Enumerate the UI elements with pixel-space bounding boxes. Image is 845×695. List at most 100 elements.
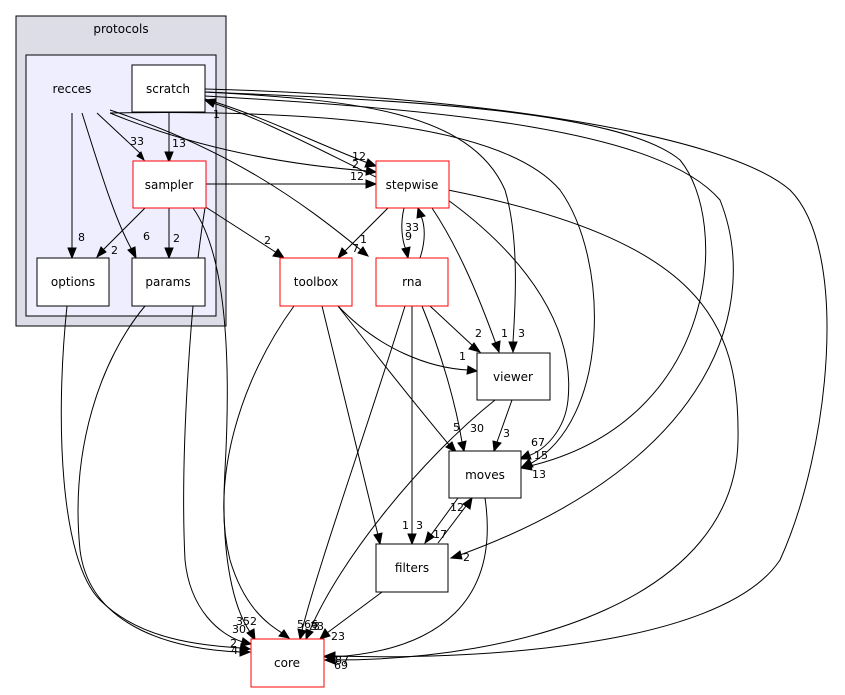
node-params-label: params: [145, 275, 190, 289]
edge-label-recces-params: 6: [143, 230, 150, 243]
edge-moves-core: [333, 497, 488, 658]
edge-scratch-viewer-arrowhead: [508, 341, 518, 354]
edge-toolbox-filters: [321, 305, 379, 536]
edge-label-sampler-options: 2: [111, 244, 118, 257]
edge-label-toolbox-filters: 1: [402, 519, 409, 532]
edge-label-options-core: 2: [230, 637, 237, 650]
edge-scratch-core-arrowhead: [323, 651, 336, 661]
edge-label-rna-filters: 3: [416, 519, 423, 532]
node-rna-label: rna: [402, 275, 422, 289]
edge-label-scratch-sampler: 13: [172, 137, 186, 150]
edge-stepwise-moves: [447, 199, 570, 457]
node-toolbox-label: toolbox: [294, 275, 338, 289]
node-options-box: [36, 257, 110, 307]
edge-rna-viewer-arrowhead: [468, 342, 482, 353]
edge-label-scratch-moves: 13: [532, 468, 546, 481]
edge-stepwise-toolbox-arrowhead: [337, 247, 348, 260]
edge-recces-rna-arrowhead: [357, 246, 370, 257]
edge-toolbox-core: [223, 305, 295, 634]
edge-viewer-core-arrowhead: [305, 628, 314, 641]
edge-filters-core: [326, 591, 383, 634]
edge-toolbox-core-arrowhead: [278, 629, 291, 639]
node-filters-label: filters: [395, 561, 429, 575]
edge-label-recces-rna: 7: [352, 242, 359, 255]
node-filters-box: [375, 543, 449, 593]
node-toolbox[interactable]: toolbox: [279, 257, 353, 307]
edge-label-moves-core: 87: [335, 654, 349, 667]
edge-scratch-moves-arrowhead: [519, 461, 533, 471]
edge-label-rna-moves: 30: [470, 422, 484, 435]
edge-label-moves-filters: 17: [433, 528, 447, 541]
edge-scratch-filters: [204, 95, 734, 556]
edge-toolbox-filters-arrowhead: [373, 532, 383, 546]
edge-scratch-moves: [204, 91, 707, 467]
edge-label-rna-viewer: 2: [475, 327, 482, 340]
edge-label-sampler-params: 2: [173, 232, 180, 245]
edge-moves-filters-arrowhead: [424, 531, 435, 545]
edge-recces-rna: [109, 109, 363, 252]
edge-recces-options-arrowhead: [67, 247, 77, 260]
edge-label-viewer-core: 3: [313, 620, 320, 633]
edge-moves-filters: [430, 497, 459, 536]
node-stepwise[interactable]: stepwise: [375, 160, 450, 209]
edge-scratch-stepwise: [204, 98, 369, 164]
node-rna[interactable]: rna: [375, 257, 449, 307]
edge-params-core: [77, 305, 242, 653]
node-scratch[interactable]: scratch: [131, 64, 206, 113]
edge-label-scratch-filters: 2: [463, 551, 470, 564]
node-viewer-box: [476, 352, 551, 401]
node-params[interactable]: params: [131, 257, 206, 307]
edge-recces-sampler-arrowhead: [136, 151, 145, 162]
edge-stepwise-rna: [401, 207, 407, 251]
edge-label-toolbox-moves: 5: [453, 421, 460, 434]
edge-viewer-moves-arrowhead: [492, 440, 502, 453]
node-sampler-box: [132, 160, 207, 209]
edge-label-stepwise-scratch: 1: [213, 108, 220, 121]
edge-recces-params: [81, 112, 133, 251]
node-moves[interactable]: moves: [448, 450, 522, 499]
node-filters[interactable]: filters: [375, 543, 449, 593]
edge-label-recces-sampler: 33: [130, 135, 144, 148]
edge-recces-moves: [109, 112, 595, 465]
edge-sampler-core: [192, 207, 251, 633]
edge-params-core-arrowhead: [239, 647, 252, 657]
edges: 33 13 8 6 2 2 1 12 2: [60, 88, 828, 672]
edge-sampler-options-arrowhead: [96, 246, 107, 259]
node-stepwise-box: [375, 160, 450, 209]
edge-rna-core: [301, 305, 406, 631]
node-scratch-box: [131, 64, 206, 113]
edge-sampler-stepwise-arrowhead: [365, 179, 378, 189]
node-sampler[interactable]: sampler: [132, 160, 207, 209]
edge-scratch-filters-arrowhead: [449, 550, 463, 560]
edge-sampler-params-arrowhead: [164, 247, 174, 260]
edge-sampler-toolbox-arrowhead: [272, 248, 286, 259]
node-rna-box: [375, 257, 449, 307]
edge-rna-moves: [421, 305, 463, 443]
edge-scratch-viewer: [204, 91, 516, 343]
edge-sampler-toolbox: [203, 205, 278, 254]
edge-label-sampler-stepwise: 12: [350, 170, 364, 183]
edge-label-rna-stepwise: 33: [405, 221, 419, 234]
node-scratch-label: scratch: [146, 82, 190, 96]
edge-viewer-core: [309, 399, 496, 631]
edge-toolbox-viewer-arrowhead: [466, 365, 479, 375]
node-viewer[interactable]: viewer: [476, 352, 551, 401]
edge-label-scratch-stepwise: 12: [352, 150, 366, 163]
edge-sampler-core-arrowhead: [246, 628, 256, 642]
node-options[interactable]: options: [36, 257, 110, 307]
edge-stepwise-rna-arrowhead: [401, 246, 411, 260]
edge-label-stepwise-rna: 9: [405, 230, 412, 243]
node-core[interactable]: core: [250, 638, 325, 688]
edge-label-filters-core: 23: [331, 630, 345, 643]
edge-label-sampler-core: 352: [236, 615, 257, 628]
edge-viewer-moves: [496, 399, 513, 443]
edge-toolbox-viewer: [337, 305, 469, 371]
edge-label-recces-moves: 15: [534, 449, 548, 462]
edge-filters-core-arrowhead: [319, 628, 331, 640]
node-moves-box: [448, 450, 522, 499]
edge-filters-moves-arrowhead: [462, 496, 473, 510]
edge-recces-core-arrowhead: [240, 637, 253, 647]
edge-stepwise-scratch: [212, 102, 379, 179]
edge-label-stepwise-toolbox: 1: [360, 233, 367, 246]
